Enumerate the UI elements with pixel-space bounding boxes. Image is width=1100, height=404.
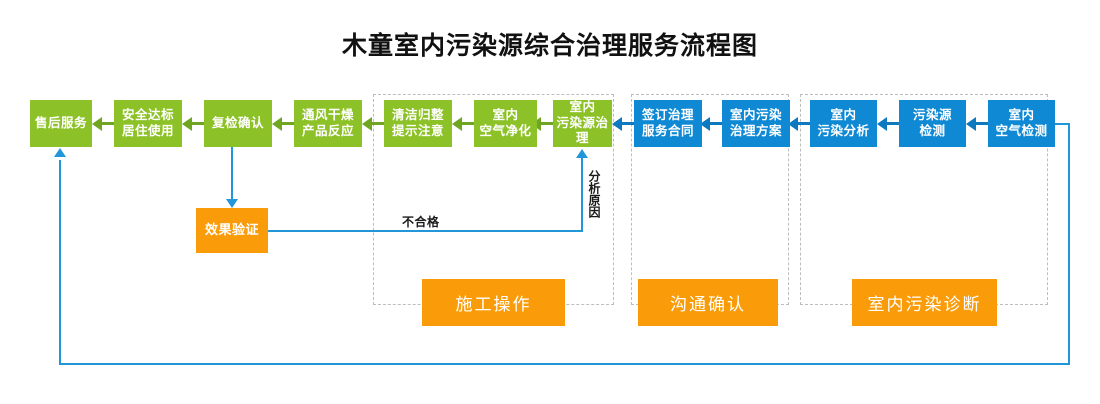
edge-label-analyze-reason: 分析原因: [587, 170, 601, 218]
connector-blue-2: [706, 122, 722, 125]
connector-recheck-to-verification: [231, 147, 233, 201]
arrow-blue-2-icon: [700, 117, 710, 131]
node-indoor-pollution-analysis[interactable]: 室内 污染分析: [810, 100, 877, 147]
return-line-left-vertical: [59, 160, 61, 365]
node-label: 清洁归整 提示注意: [391, 107, 444, 138]
node-indoor-pollution-treatment-plan[interactable]: 室内污染 治理方案: [722, 100, 790, 147]
stage-indoor-pollution-diagnosis[interactable]: 室内污染诊断: [852, 279, 997, 326]
node-label: 室内 空气检测: [995, 107, 1048, 138]
node-label: 污染源 检测: [912, 107, 952, 138]
node-label: 室内 污染分析: [817, 107, 870, 138]
node-label: 安全达标 居住使用: [121, 107, 174, 138]
connector-fail-vertical: [581, 158, 583, 232]
connector-green-2: [188, 122, 204, 125]
connector-fail-horizontal: [268, 230, 583, 232]
node-label: 复检确认: [211, 115, 264, 130]
node-label: 效果验证: [204, 222, 259, 238]
arrow-blue-1-icon: [612, 117, 622, 131]
node-recheck-confirm[interactable]: 复检确认: [204, 100, 272, 147]
arrow-blue-4-icon: [877, 117, 887, 131]
arrow-up-reanalyze-icon: [576, 149, 588, 158]
node-label: 通风干燥 产品反应: [301, 107, 354, 138]
connector-green-3: [278, 122, 294, 125]
connector-blue-5: [972, 122, 988, 125]
connector-green-1: [98, 122, 114, 125]
node-sign-treatment-service-contract[interactable]: 签订治理 服务合同: [634, 100, 702, 147]
node-safe-standard-living[interactable]: 安全达标 居住使用: [114, 100, 182, 147]
arrow-green-5-icon: [452, 117, 462, 131]
connector-blue-3: [794, 122, 810, 125]
node-indoor-pollution-source-treatment[interactable]: 室内 污染源治理: [553, 100, 612, 147]
node-label: 签订治理 服务合同: [641, 107, 694, 138]
stage-communication-confirmation[interactable]: 沟通确认: [638, 279, 778, 326]
node-ventilate-dry-product-reaction[interactable]: 通风干燥 产品反应: [294, 100, 362, 147]
node-label: 售后服务: [34, 115, 87, 130]
connector-blue-4: [883, 122, 899, 125]
edge-label-fail: 不合格: [402, 215, 440, 229]
stage-label: 沟通确认: [670, 295, 746, 314]
connector-blue-1: [618, 122, 634, 125]
node-label: 室内 空气净化: [479, 107, 532, 138]
node-label: 室内 污染源治理: [556, 100, 609, 146]
arrow-blue-5-icon: [966, 117, 976, 131]
node-label: 室内污染 治理方案: [729, 107, 782, 138]
arrow-down-verification-icon: [226, 199, 238, 208]
stage-construction-operation[interactable]: 施工操作: [422, 279, 565, 326]
arrow-up-after-sales-icon: [54, 148, 66, 157]
return-line-right-vertical: [1068, 123, 1070, 365]
arrow-green-1-icon: [92, 117, 102, 131]
node-clean-tidy-notice[interactable]: 清洁归整 提示注意: [384, 100, 452, 147]
node-after-sales-service[interactable]: 售后服务: [30, 100, 92, 147]
connector-green-6: [537, 122, 553, 125]
connector-green-5: [458, 122, 474, 125]
stage-label: 室内污染诊断: [867, 295, 982, 314]
node-indoor-air-detection[interactable]: 室内 空气检测: [988, 100, 1055, 147]
arrow-green-4-icon: [362, 117, 372, 131]
node-pollution-source-detection[interactable]: 污染源 检测: [899, 100, 966, 147]
connector-green-4: [368, 122, 384, 125]
node-effect-verification[interactable]: 效果验证: [196, 208, 268, 253]
node-indoor-air-purification[interactable]: 室内 空气净化: [474, 100, 537, 147]
stage-label: 施工操作: [455, 295, 532, 314]
return-line-bottom: [59, 363, 1070, 365]
page-title: 木童室内污染源综合治理服务流程图: [341, 32, 758, 60]
arrow-green-3-icon: [272, 117, 282, 131]
return-line-top-right: [1045, 123, 1070, 125]
arrow-blue-3-icon: [788, 117, 798, 131]
arrow-green-2-icon: [182, 117, 192, 131]
